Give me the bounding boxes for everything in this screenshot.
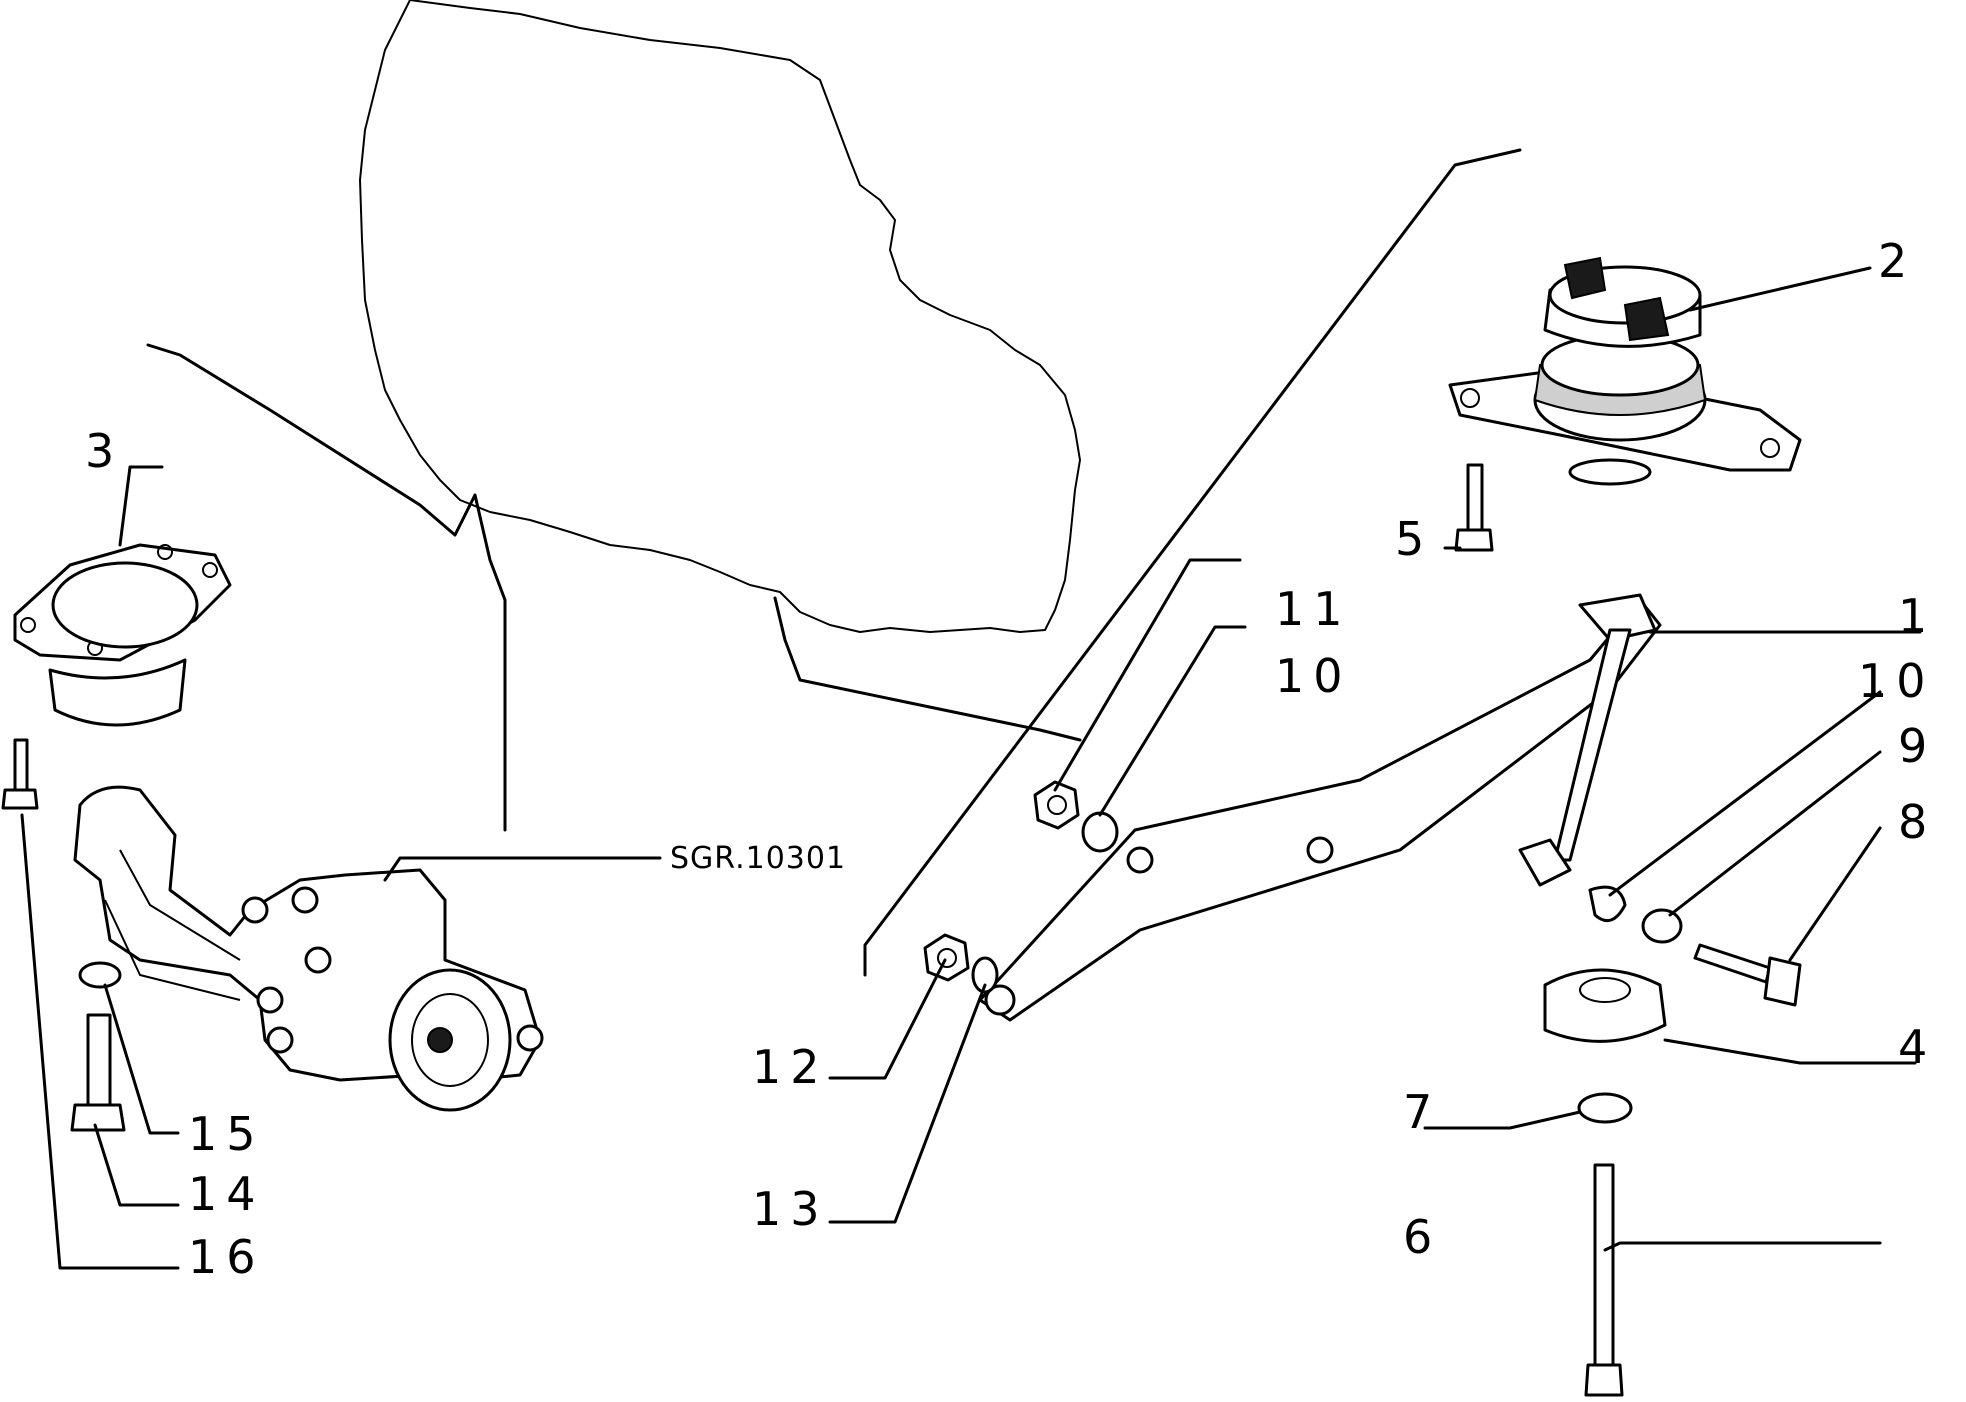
callout-11: 11 bbox=[1275, 582, 1352, 636]
callout-3: 3 bbox=[85, 424, 123, 478]
callout-8: 8 bbox=[1898, 795, 1936, 849]
callout-16: 16 bbox=[188, 1230, 265, 1284]
callout-15: 15 bbox=[188, 1107, 265, 1161]
callout-5: 5 bbox=[1395, 512, 1433, 566]
leader-lines bbox=[20, 266, 1922, 1270]
callout-14: 14 bbox=[188, 1167, 265, 1221]
callout-4: 4 bbox=[1898, 1020, 1936, 1074]
callout-9: 9 bbox=[1898, 719, 1936, 773]
callout-12: 12 bbox=[752, 1040, 829, 1094]
left-engine-mount bbox=[13, 543, 232, 727]
callout-7: 7 bbox=[1403, 1085, 1441, 1139]
drawing-reference: SGR.10301 bbox=[670, 841, 846, 876]
callout-13: 13 bbox=[752, 1182, 829, 1236]
reaction-rod bbox=[978, 593, 1662, 1022]
gearbox-bracket-assembly bbox=[73, 785, 544, 1112]
callout-6: 6 bbox=[1403, 1210, 1441, 1264]
gearbox-outline bbox=[359, 0, 1082, 742]
callout-10-right: 10 bbox=[1858, 654, 1935, 708]
labels: 1 2 3 4 5 6 7 8 9 10 10 11 12 13 14 15 1… bbox=[85, 234, 1936, 1284]
callout-10-left: 10 bbox=[1275, 649, 1352, 703]
hardware bbox=[1, 463, 1802, 1397]
callout-1: 1 bbox=[1898, 589, 1936, 643]
upper-engine-mount bbox=[1448, 256, 1802, 486]
callout-2: 2 bbox=[1878, 234, 1916, 288]
group-lines bbox=[146, 148, 1522, 977]
